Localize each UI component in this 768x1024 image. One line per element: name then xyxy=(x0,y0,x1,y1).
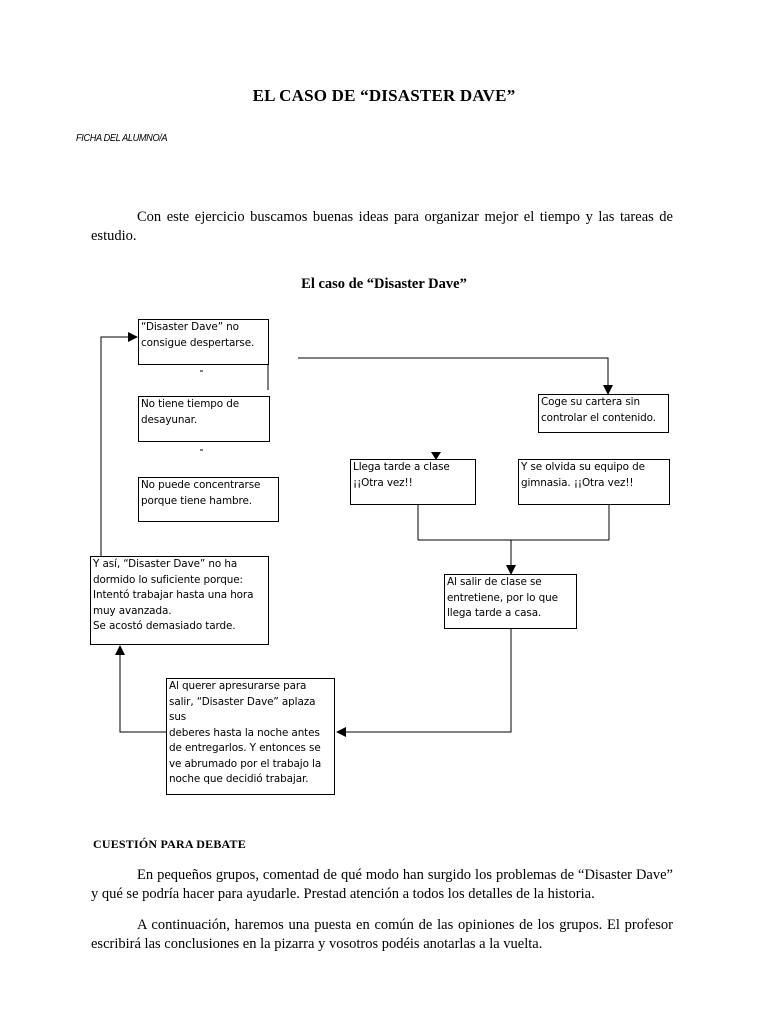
loop-arrow xyxy=(100,332,138,557)
document-title: EL CASO DE “DISASTER DAVE” xyxy=(252,86,516,105)
box-no-ha-dormido: Y así, “Disaster Dave” no ha dormido lo … xyxy=(90,556,269,645)
box-no-concentrarse: No puede concentrarse porque tiene hambr… xyxy=(138,477,279,522)
box-olvida-gimnasia: Y se olvida su equipo de gimnasia. ¡¡Otr… xyxy=(518,459,670,505)
box-no-desayunar: No tiene tiempo de desayunar. xyxy=(138,396,270,442)
arrow-to-aplaza xyxy=(336,629,512,737)
box-no-despertarse: “Disaster Dave” no consigue despertarse. xyxy=(138,319,269,365)
debate-paragraph-2: A continuación, haremos una puesta en co… xyxy=(91,917,673,952)
box-coge-cartera: Coge su cartera sin controlar el conteni… xyxy=(538,394,669,433)
box-se-entretiene: Al salir de clase se entretiene, por lo … xyxy=(444,574,577,629)
debate-paragraph-1: En pequeños grupos, comentad de qué modo… xyxy=(91,867,673,902)
student-sheet-label: FICHA DEL ALUMNO/A xyxy=(76,133,168,144)
arrow-to-llega-tarde xyxy=(431,452,441,460)
box-llega-tarde: Llega tarde a clase ¡¡Otra vez!! xyxy=(350,459,476,505)
arrow-to-cartera xyxy=(298,357,613,395)
section-heading: CUESTIÓN PARA DEBATE xyxy=(93,837,246,851)
intro-paragraph: Con este ejercicio buscamos buenas ideas… xyxy=(91,209,673,244)
box-aplaza-deberes: Al querer apresurarse para salir, “Disas… xyxy=(166,678,335,795)
arrow-to-dormido xyxy=(115,645,166,733)
diagram-title: El caso de “Disaster Dave” xyxy=(301,276,467,292)
